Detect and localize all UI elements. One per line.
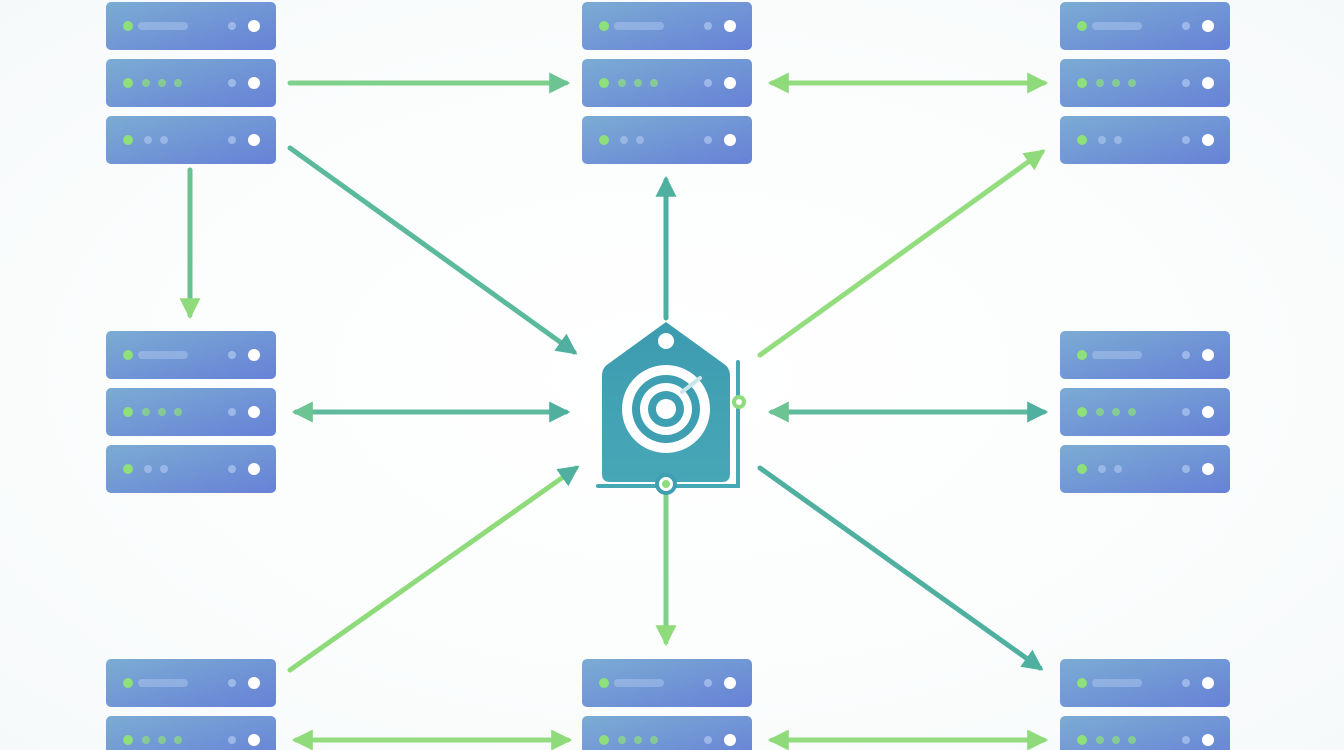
- power-indicator-icon: [1202, 77, 1214, 89]
- power-indicator-icon: [248, 677, 260, 689]
- server-top-center: [582, 2, 752, 164]
- status-led-icon: [123, 135, 133, 145]
- server-unit: [582, 659, 752, 707]
- server-unit: [106, 716, 276, 750]
- server-bottom-center: [582, 659, 752, 750]
- connections: [179, 72, 1049, 750]
- status-led-icon: [123, 407, 133, 417]
- server-unit: [1060, 445, 1230, 493]
- power-indicator-icon: [1202, 734, 1214, 746]
- power-indicator-icon: [248, 463, 260, 475]
- status-led-icon: [599, 678, 609, 688]
- arrow-top-left-to-hub: [287, 145, 578, 355]
- power-indicator-icon: [1202, 20, 1214, 32]
- status-led-icon: [599, 135, 609, 145]
- server-middle-left: [106, 331, 276, 493]
- server-unit: [106, 445, 276, 493]
- server-top-right: [1060, 2, 1230, 164]
- status-led-icon: [599, 21, 609, 31]
- power-indicator-icon: [1202, 134, 1214, 146]
- status-led-icon: [599, 735, 609, 745]
- status-led-icon: [123, 678, 133, 688]
- server-unit: [582, 116, 752, 164]
- server-top-left: [106, 2, 276, 164]
- status-led-icon: [1077, 78, 1087, 88]
- server-unit: [106, 2, 276, 50]
- server-unit: [582, 2, 752, 50]
- server-middle-right: [1060, 331, 1230, 493]
- power-indicator-icon: [248, 20, 260, 32]
- power-indicator-icon: [248, 734, 260, 746]
- power-indicator-icon: [248, 77, 260, 89]
- arrow-hub-to-top-right: [757, 149, 1046, 358]
- power-indicator-icon: [1202, 677, 1214, 689]
- status-led-icon: [1077, 21, 1087, 31]
- power-indicator-icon: [248, 349, 260, 361]
- server-unit: [582, 59, 752, 107]
- power-indicator-icon: [1202, 349, 1214, 361]
- server-unit: [1060, 659, 1230, 707]
- status-led-icon: [123, 78, 133, 88]
- server-unit: [106, 59, 276, 107]
- server-unit: [1060, 2, 1230, 50]
- server-unit: [1060, 331, 1230, 379]
- server-unit: [106, 116, 276, 164]
- server-bottom-right: [1060, 659, 1230, 750]
- server-unit: [1060, 388, 1230, 436]
- power-indicator-icon: [724, 677, 736, 689]
- server-unit: [1060, 59, 1230, 107]
- arrow-hub-to-bottom-right: [757, 465, 1044, 671]
- server-unit: [106, 331, 276, 379]
- arrow-bottom-left-to-hub: [287, 465, 580, 673]
- server-bottom-left: [106, 659, 276, 750]
- power-indicator-icon: [724, 77, 736, 89]
- server-unit: [1060, 716, 1230, 750]
- server-unit: [582, 716, 752, 750]
- server-unit: [106, 388, 276, 436]
- tag-gear-hub-icon: [596, 322, 746, 495]
- status-led-icon: [123, 464, 133, 474]
- status-led-icon: [1077, 735, 1087, 745]
- power-indicator-icon: [248, 134, 260, 146]
- status-led-icon: [123, 21, 133, 31]
- server-nodes: [106, 2, 1230, 750]
- power-indicator-icon: [1202, 406, 1214, 418]
- power-indicator-icon: [724, 734, 736, 746]
- power-indicator-icon: [1202, 463, 1214, 475]
- power-indicator-icon: [724, 134, 736, 146]
- server-unit: [1060, 116, 1230, 164]
- status-led-icon: [1077, 350, 1087, 360]
- status-led-icon: [123, 350, 133, 360]
- status-led-icon: [599, 78, 609, 88]
- status-led-icon: [1077, 464, 1087, 474]
- hub-node: [596, 322, 746, 495]
- status-led-icon: [123, 735, 133, 745]
- status-led-icon: [1077, 678, 1087, 688]
- status-led-icon: [1077, 407, 1087, 417]
- power-indicator-icon: [248, 406, 260, 418]
- power-indicator-icon: [724, 20, 736, 32]
- server-unit: [106, 659, 276, 707]
- status-led-icon: [1077, 135, 1087, 145]
